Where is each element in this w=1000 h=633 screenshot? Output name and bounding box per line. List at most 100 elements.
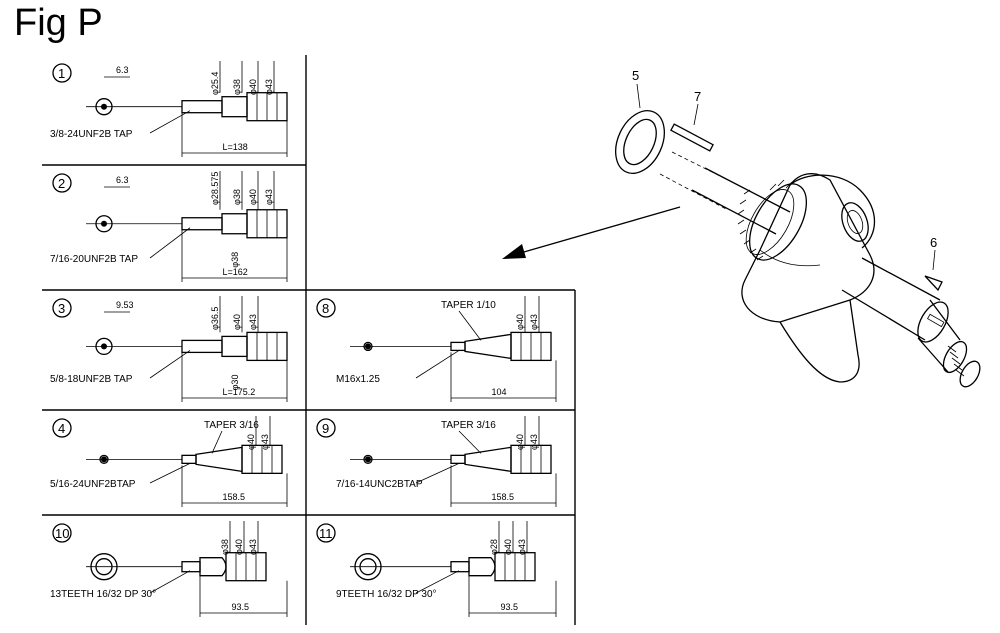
variant-number-badge (316, 523, 336, 543)
variant-number: 4 (58, 421, 65, 436)
diameter-dimension: φ40 (515, 314, 525, 330)
thread-leader (149, 570, 191, 594)
variant-number: 2 (58, 176, 65, 191)
shaft-spline-end (450, 561, 470, 573)
thread-label: 7/16-20UNF2B TAP (50, 254, 138, 265)
shaft-thread (450, 454, 466, 465)
thread-label: 9TEETH 16/32 DP 30° (336, 589, 437, 600)
variant-number-badge (52, 298, 72, 318)
woodruff-key-part (924, 275, 943, 292)
diameter-dimension: φ43 (248, 314, 258, 330)
shaft-step (221, 335, 248, 358)
shaft-taper (464, 333, 512, 360)
taper-leader (211, 430, 223, 454)
thread-label: 7/16-14UNC2BTAP (336, 479, 423, 490)
taper-leader (458, 430, 482, 454)
length-dimension: 93.5 (501, 602, 519, 612)
thread-label: 3/8-24UNF2B TAP (50, 129, 133, 140)
variant-panel-10: 10 φ38 φ40 φ43 93.5 13TEETH 16/32 DP 30° (50, 521, 288, 617)
shaft-profile (181, 92, 288, 122)
shaft-thread (181, 454, 197, 465)
taper-leader (458, 310, 482, 341)
diameter-dimension: φ28.575 (210, 172, 220, 205)
figure-title: Fig P (14, 2, 103, 44)
variant-number-badge (52, 523, 72, 543)
key-part (670, 123, 714, 152)
diameter-dimension: φ28 (489, 539, 499, 555)
pointer-arrow (509, 206, 681, 257)
variant-number: 1 (58, 66, 65, 81)
callout-6: 6 (930, 235, 937, 250)
callout-5: 5 (632, 68, 639, 83)
shaft-profile (181, 209, 288, 239)
thread-label: 5/8-18UNF2B TAP (50, 374, 133, 385)
diameter-dimension: φ38 (220, 539, 230, 555)
offset-dimension: 6.3 (116, 175, 129, 185)
length-dimension: L=138 (223, 142, 248, 152)
thread-label: 5/16-24UNF2BTAP (50, 479, 136, 490)
shaft-profile (181, 444, 283, 475)
variant-number: 10 (55, 526, 69, 541)
shaft-end (181, 100, 223, 114)
diameter-dimension: φ40 (503, 539, 513, 555)
lower-diameter-dimension: φ38 (230, 252, 240, 268)
taper-note: TAPER 3/16 (441, 420, 496, 431)
taper-note: TAPER 3/16 (204, 420, 259, 431)
offset-dimension: 6.3 (116, 65, 129, 75)
thread-leader (149, 110, 191, 134)
variant-panels: 1 6.3 φ25.4 φ38 φ40 φ43 L=138 3/8-24UNF2B TAP 2 6… (50, 61, 557, 617)
thread-leader (415, 462, 460, 484)
variant-number: 11 (319, 526, 333, 541)
pointer-arrowhead (502, 244, 526, 259)
variant-number: 9 (322, 421, 329, 436)
length-dimension: L=162 (223, 267, 248, 277)
variant-number: 3 (58, 301, 65, 316)
shaft-end (181, 339, 223, 354)
length-dimension: 104 (492, 387, 507, 397)
thread-leader (415, 350, 460, 379)
diameter-dimension: φ25.4 (210, 72, 220, 95)
washer-part (615, 110, 665, 174)
shaft-profile (450, 331, 552, 362)
shaft-thread (450, 341, 466, 352)
thread-leader (415, 570, 460, 594)
shaft-profile (450, 444, 552, 475)
output-shaft (841, 257, 981, 388)
diameter-dimension: φ38 (232, 79, 242, 95)
shaft-profile (181, 552, 267, 582)
length-dimension: 93.5 (232, 602, 250, 612)
diameter-dimension: φ36.5 (210, 307, 220, 330)
variant-number-badge (52, 418, 72, 438)
shaft-taper (195, 446, 243, 473)
taper-note: TAPER 1/10 (441, 300, 496, 311)
crank-gear (737, 179, 808, 261)
diameter-dimension: φ40 (234, 539, 244, 555)
shaft-profile (181, 331, 288, 362)
variant-number-badge (316, 298, 336, 318)
variant-grid (42, 55, 576, 625)
diameter-dimension: φ40 (246, 434, 256, 450)
length-dimension: 158.5 (223, 492, 246, 502)
callout-7: 7 (694, 89, 701, 104)
diameter-dimension: φ40 (248, 189, 258, 205)
crank-counterweight (741, 173, 875, 383)
diameter-dimension: φ43 (264, 189, 274, 205)
shaft-profile (450, 552, 536, 582)
shaft-taper (464, 446, 512, 473)
thread-label: 13TEETH 16/32 DP 30° (50, 589, 156, 600)
crankshaft-assembly: 5 7 6 (502, 68, 981, 388)
length-dimension: L=175.2 (223, 387, 256, 397)
thread-label: M16x1.25 (336, 374, 380, 385)
lower-diameter-dimension: φ30 (230, 375, 240, 391)
length-dimension: 158.5 (492, 492, 515, 502)
diameter-dimension: φ43 (248, 539, 258, 555)
shaft-end (181, 217, 223, 231)
